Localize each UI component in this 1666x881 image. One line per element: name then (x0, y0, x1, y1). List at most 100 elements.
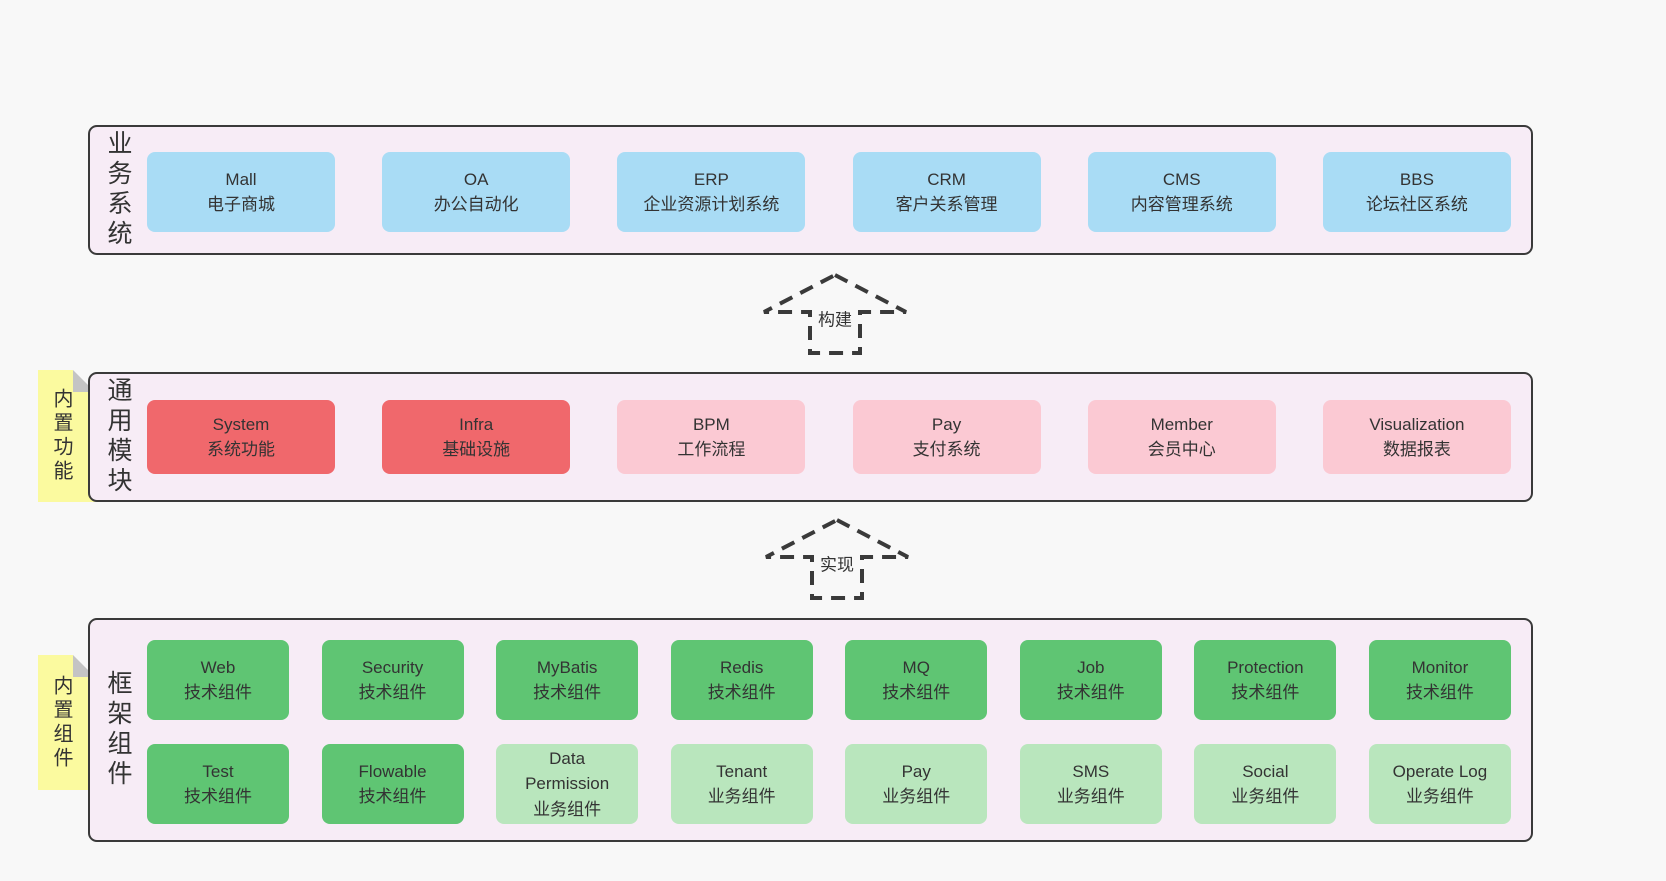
node-protection: Protection 技术组件 (1194, 640, 1337, 720)
node-web: Web 技术组件 (147, 640, 289, 720)
node-subtitle: 技术组件 (707, 683, 776, 702)
node-subtitle: 技术组件 (184, 787, 252, 806)
arrow-label: 构建 (813, 303, 857, 333)
node-subtitle: 客户关系管理 (895, 195, 998, 214)
node-mall: Mall 电子商城 (147, 152, 335, 232)
band-side-label: 业务系统 (104, 130, 132, 250)
node-subtitle: 业务组件 (1056, 787, 1125, 806)
node-subtitle: 技术组件 (882, 683, 951, 702)
node-title: BPM (692, 414, 730, 434)
arrow-label: 实现 (815, 548, 859, 578)
node-title: ERP (693, 169, 729, 189)
node-subtitle: 业务组件 (707, 787, 776, 806)
node-title: CMS (1162, 169, 1201, 189)
node-title: Job (1077, 657, 1105, 677)
node-subtitle: 技术组件 (1231, 683, 1300, 702)
node-infra: Infra 基础设施 (382, 400, 571, 474)
node-member: Member 会员中心 (1087, 400, 1276, 474)
node-subtitle: 业务组件 (1231, 787, 1300, 806)
arrow-implement: 实现 (762, 517, 912, 601)
dashed-up-arrow-icon (763, 272, 907, 355)
node-redis: Redis 技术组件 (670, 640, 813, 720)
node-title: Pay (931, 414, 962, 434)
band-common-modules: 通用模块 System 系统功能 Infra 基础设施 BPM 工作流程 Pay… (88, 372, 1533, 502)
node-bbs: BBS 论坛社区系统 (1322, 152, 1511, 232)
node-title: Pay (901, 761, 931, 781)
node-title: System (212, 414, 270, 434)
node-social: Social 业务组件 (1194, 744, 1337, 824)
node-bpm: BPM 工作流程 (617, 400, 806, 474)
node-title: Test (202, 761, 234, 781)
node-tenant: Tenant 业务组件 (670, 744, 813, 824)
node-title: Flowable (358, 761, 427, 781)
band-side-label: 通用模块 (104, 377, 132, 497)
node-flowable: Flowable 技术组件 (321, 744, 464, 824)
sticky-note-builtin-features: 内置功能 (38, 370, 95, 502)
node-title: MQ (902, 657, 930, 677)
node-crm: CRM 客户关系管理 (852, 152, 1041, 232)
node-sms: SMS 业务组件 (1019, 744, 1162, 824)
node-subtitle: 内容管理系统 (1130, 195, 1233, 214)
node-title: Data Permission (525, 748, 610, 794)
node-mq: MQ 技术组件 (845, 640, 988, 720)
node-visualization: Visualization 数据报表 (1322, 400, 1511, 474)
node-subtitle: 基础设施 (442, 440, 511, 459)
node-title: BBS (1399, 169, 1434, 189)
node-title: Visualization (1369, 414, 1465, 434)
sticky-note-label: 内置功能 (50, 388, 72, 484)
node-title: Redis (719, 657, 764, 677)
node-subtitle: 业务组件 (1405, 787, 1474, 806)
framework-node-row-2: Test 技术组件 Flowable 技术组件 Data Permission … (147, 744, 1511, 824)
node-subtitle: 会员中心 (1147, 440, 1216, 459)
sticky-note-builtin-components: 内置组件 (38, 655, 95, 790)
node-subtitle: 技术组件 (533, 683, 602, 702)
node-operate-log: Operate Log 业务组件 (1368, 744, 1511, 824)
node-subtitle: 技术组件 (1405, 683, 1474, 702)
node-title: OA (463, 169, 489, 189)
node-oa: OA 办公自动化 (382, 152, 571, 232)
node-cms: CMS 内容管理系统 (1087, 152, 1276, 232)
node-erp: ERP 企业资源计划系统 (617, 152, 806, 232)
node-subtitle: 业务组件 (533, 799, 602, 819)
node-title: Mall (225, 169, 257, 189)
node-subtitle: 技术组件 (1056, 683, 1125, 702)
node-pay-component: Pay 业务组件 (845, 744, 988, 824)
node-title: Monitor (1411, 657, 1469, 677)
node-subtitle: 技术组件 (358, 787, 427, 806)
node-title: Infra (459, 414, 494, 434)
node-test: Test 技术组件 (147, 744, 289, 824)
business-node-row: Mall 电子商城 OA 办公自动化 ERP 企业资源计划系统 CRM 客户关系… (147, 152, 1511, 232)
node-title: Protection (1227, 657, 1304, 677)
node-subtitle: 技术组件 (184, 683, 252, 702)
band-side-label: 框架组件 (104, 670, 132, 790)
band-framework-components: 框架组件 Web 技术组件 Security 技术组件 MyBatis 技术组件… (88, 618, 1533, 842)
node-subtitle: 工作流程 (677, 440, 746, 459)
node-monitor: Monitor 技术组件 (1368, 640, 1511, 720)
node-mybatis: MyBatis 技术组件 (496, 640, 639, 720)
node-subtitle: 支付系统 (912, 440, 981, 459)
framework-node-row-1: Web 技术组件 Security 技术组件 MyBatis 技术组件 Redi… (147, 640, 1511, 720)
node-title: MyBatis (536, 657, 598, 677)
arrow-build: 构建 (760, 272, 910, 356)
node-subtitle: 系统功能 (207, 440, 275, 459)
node-subtitle: 电子商城 (207, 195, 275, 214)
node-system: System 系统功能 (147, 400, 335, 474)
node-title: CRM (927, 169, 966, 189)
node-title: Tenant (716, 761, 768, 781)
node-security: Security 技术组件 (321, 640, 464, 720)
node-subtitle: 论坛社区系统 (1365, 195, 1468, 214)
sticky-note-label: 内置组件 (50, 674, 72, 771)
node-title: Member (1150, 414, 1213, 434)
node-title: Web (200, 657, 236, 677)
modules-node-row: System 系统功能 Infra 基础设施 BPM 工作流程 Pay 支付系统… (147, 400, 1511, 474)
dashed-up-arrow-icon (765, 517, 909, 600)
band-business-systems: 业务系统 Mall 电子商城 OA 办公自动化 ERP 企业资源计划系统 CRM… (88, 125, 1533, 255)
node-subtitle: 技术组件 (358, 683, 427, 702)
node-pay-module: Pay 支付系统 (852, 400, 1041, 474)
node-title: Operate Log (1392, 761, 1488, 781)
node-subtitle: 企业资源计划系统 (643, 195, 780, 214)
node-subtitle: 数据报表 (1382, 440, 1451, 459)
node-title: Social (1242, 761, 1289, 781)
node-job: Job 技术组件 (1019, 640, 1162, 720)
